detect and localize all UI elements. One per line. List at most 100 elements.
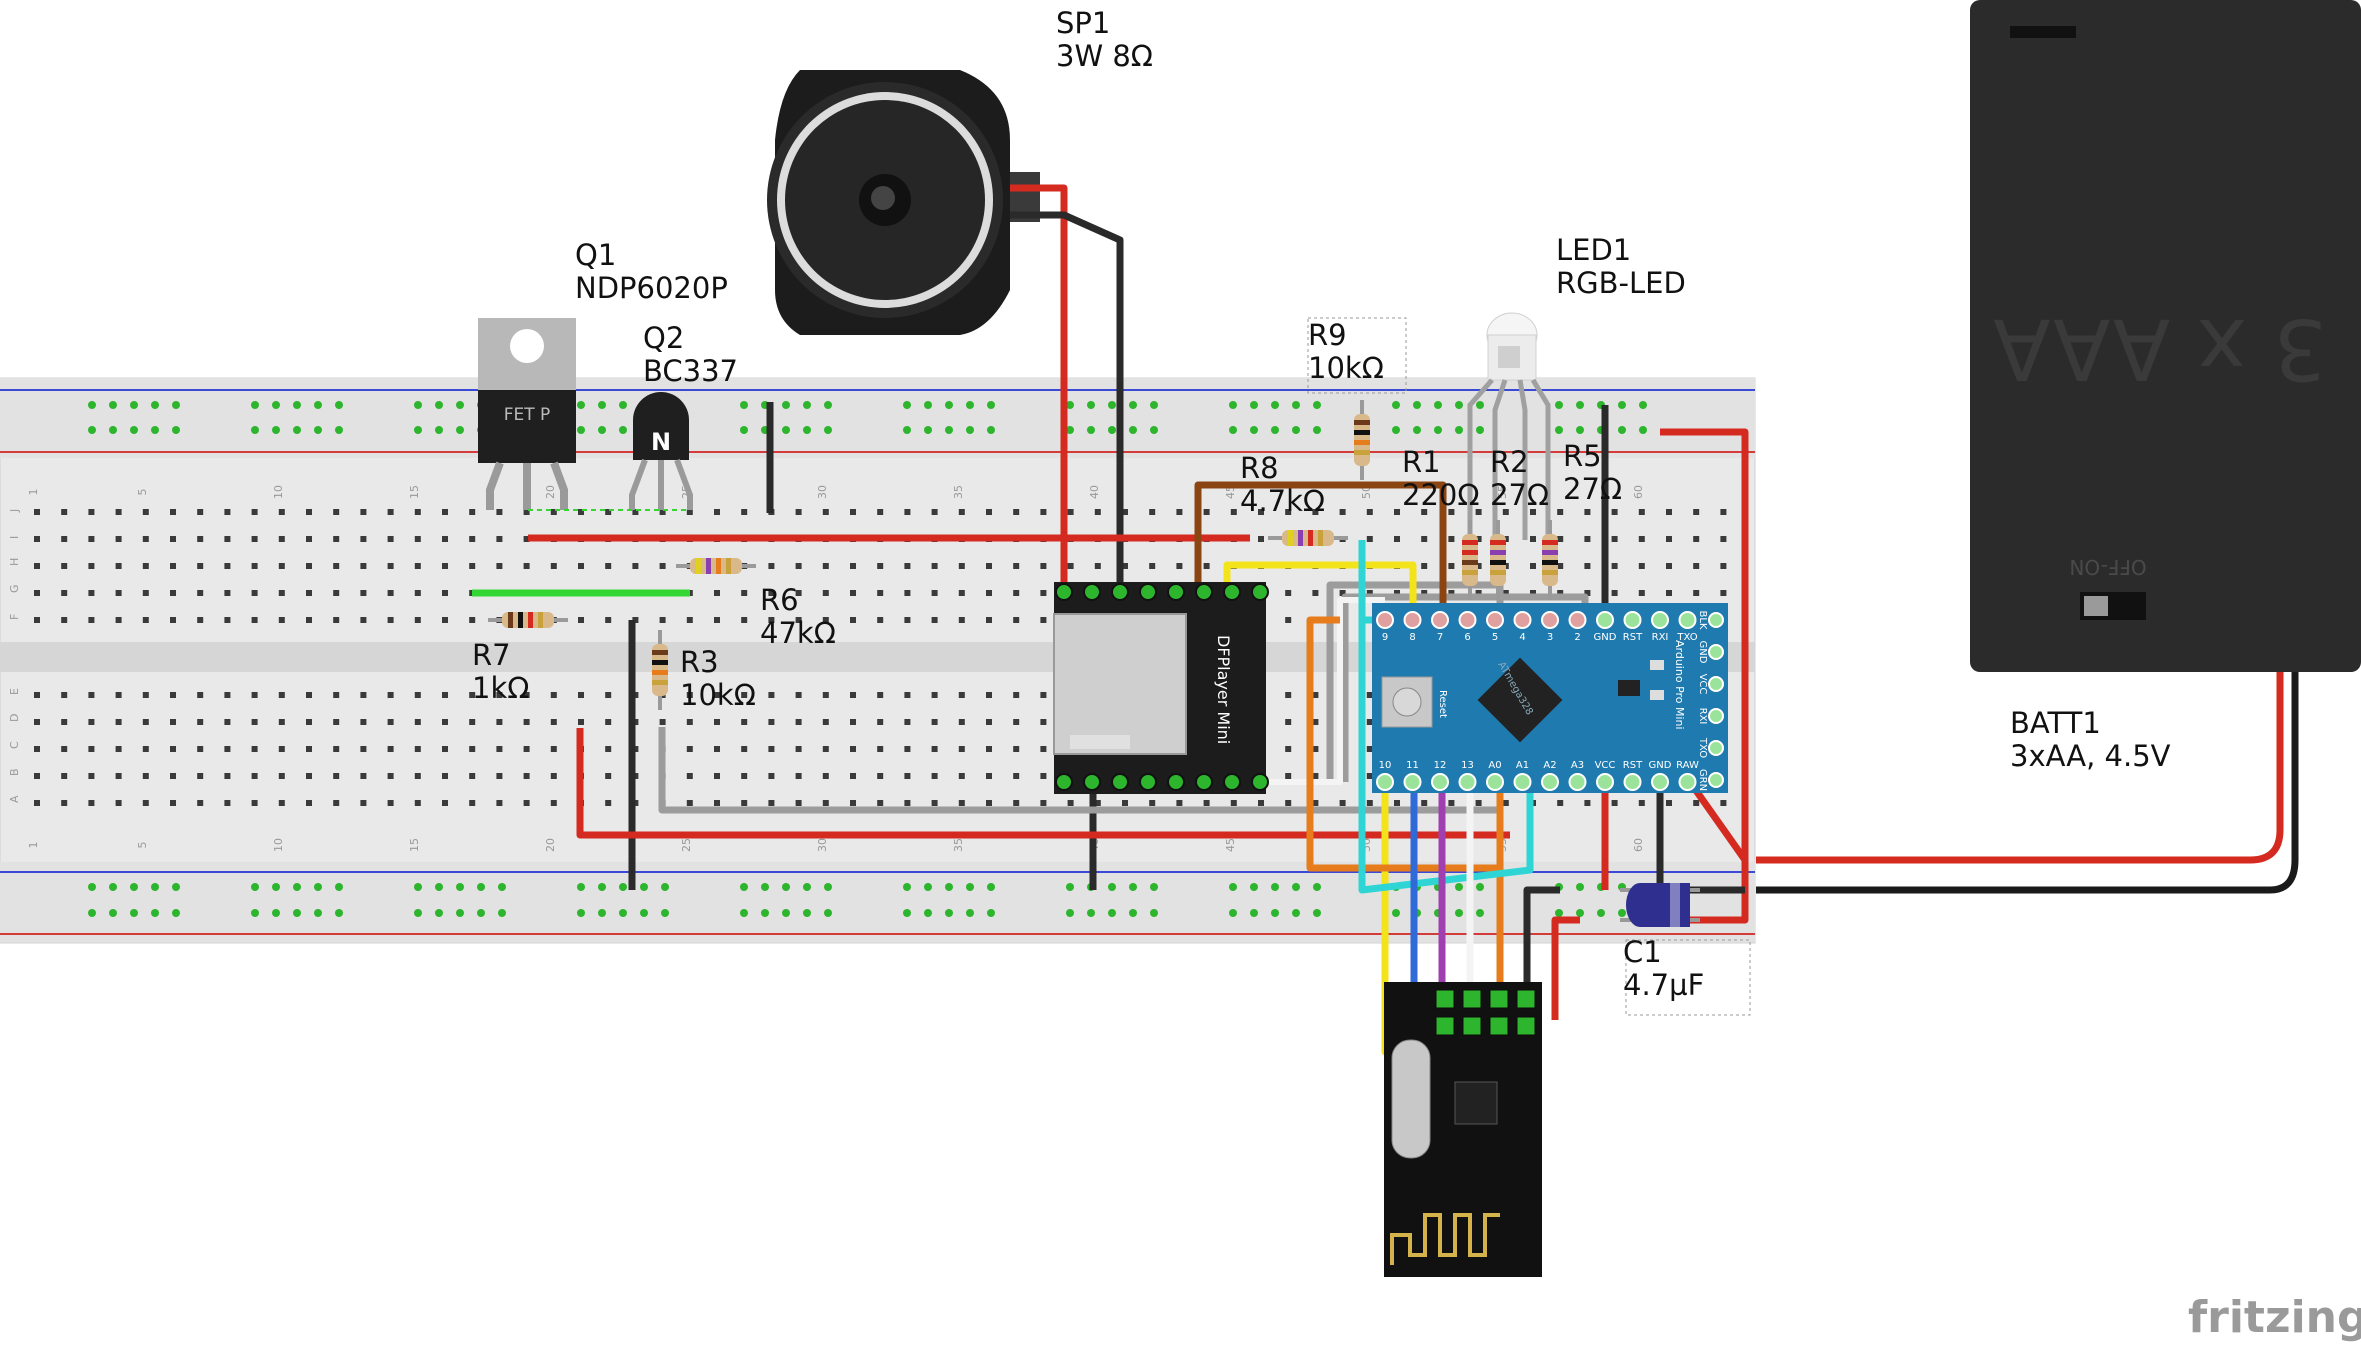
breadboard-hole — [1094, 509, 1101, 515]
arduino-pin-top — [1486, 611, 1504, 629]
arduino-pin-label: GRN — [1697, 769, 1708, 791]
arduino-pin-top — [1376, 611, 1394, 629]
wire-red-right — [1601, 428, 1749, 924]
arduino-pin-side — [1708, 612, 1724, 628]
dfplayer-pin — [1111, 583, 1129, 601]
breadboard-hole — [822, 746, 829, 752]
rail-hole — [130, 883, 138, 891]
breadboard-hole — [1666, 563, 1672, 569]
rail-hole — [88, 909, 96, 917]
breadboard-hole — [986, 617, 992, 623]
breadboard-hole — [1611, 536, 1618, 542]
breadboard-hole — [142, 800, 149, 806]
rail-hole — [987, 909, 995, 917]
breadboard-hole — [333, 563, 340, 569]
breadboard-hole — [251, 536, 258, 542]
breadboard-hole — [659, 719, 666, 725]
rail-hole — [477, 883, 485, 891]
breadboard-hole — [904, 746, 911, 752]
breadboard-hole — [414, 617, 421, 623]
r9-value: 10kΩ — [1308, 351, 1384, 385]
breadboard-hole — [88, 509, 95, 515]
breadboard-hole — [170, 536, 176, 542]
breadboard-hole — [605, 692, 612, 698]
breadboard-hole — [768, 746, 775, 752]
breadboard-hole — [1584, 536, 1591, 542]
r2-ref: R2 — [1490, 445, 1529, 479]
column-number-bottom: 35 — [952, 838, 965, 852]
breadboard-hole — [1013, 563, 1020, 569]
breadboard-hole — [1421, 590, 1428, 596]
breadboard-hole — [224, 746, 231, 752]
breadboard-hole — [61, 746, 68, 752]
breadboard-hole — [1258, 536, 1264, 542]
rail-hole — [740, 426, 748, 434]
breadboard-hole — [197, 746, 204, 752]
rail-hole — [435, 426, 443, 434]
breadboard-hole — [251, 692, 258, 698]
rail-hole — [477, 909, 485, 917]
column-number-top: 55 — [1496, 485, 1509, 499]
breadboard-hole — [578, 692, 584, 698]
arduino-pin-label: TXO — [1697, 737, 1708, 758]
rail-hole — [498, 909, 506, 917]
breadboard-hole — [278, 746, 285, 752]
breadboard-hole — [632, 509, 639, 515]
breadboard-hole — [496, 509, 503, 515]
rail-hole — [272, 426, 280, 434]
rail-hole — [803, 883, 811, 891]
breadboard-hole — [251, 719, 258, 725]
arduino-pin-top — [1623, 611, 1642, 629]
breadboard-hole — [1040, 746, 1047, 752]
breadboard-hole — [958, 719, 965, 725]
breadboard-hole — [1258, 509, 1264, 515]
breadboard-hole — [904, 509, 911, 515]
fritzing-watermark: fritzing — [2188, 1292, 2361, 1343]
nrf24-pin — [1516, 1016, 1536, 1036]
breadboard-hole — [605, 617, 612, 623]
breadboard-hole — [986, 692, 992, 698]
rail-hole — [456, 883, 464, 891]
breadboard-hole — [659, 617, 666, 623]
breadboard-hole — [333, 773, 340, 779]
arduino-pin-bottom — [1541, 773, 1559, 791]
rail-hole — [782, 426, 790, 434]
dfplayer-pin — [1167, 583, 1185, 601]
column-number-bottom: 15 — [408, 838, 421, 852]
breadboard-hole — [1530, 563, 1536, 569]
breadboard-hole — [1720, 509, 1727, 515]
dfplayer-module: DFPlayer Mini — [1053, 582, 1269, 794]
breadboard-hole — [251, 800, 258, 806]
breadboard-hole — [278, 617, 285, 623]
breadboard-hole — [1013, 746, 1020, 752]
breadboard-hole — [170, 617, 176, 623]
arduino-pin-bottom — [1431, 773, 1449, 791]
arduino-pin-top — [1541, 611, 1559, 629]
arduino-pin-label: VCC — [1697, 674, 1708, 695]
breadboard-hole — [768, 692, 775, 698]
rail-hole — [435, 401, 443, 409]
breadboard-hole — [469, 509, 476, 515]
breadboard-hole — [387, 536, 394, 542]
breadboard-hole — [877, 773, 884, 779]
dfplayer-label: DFPlayer Mini — [1214, 635, 1233, 744]
rail-hole — [456, 426, 464, 434]
breadboard-hole — [197, 692, 204, 698]
breadboard-hole — [142, 692, 149, 698]
rail-hole — [272, 909, 280, 917]
breadboard-hole — [1013, 617, 1020, 623]
q1-ref: Q1 — [575, 238, 616, 272]
breadboard-hole — [170, 692, 176, 698]
breadboard-hole — [714, 509, 720, 515]
breadboard-hole — [1584, 509, 1591, 515]
breadboard-hole — [1285, 509, 1292, 515]
breadboard-hole — [1448, 536, 1455, 542]
arduino-reset-label: Reset — [1437, 690, 1448, 718]
arduino-pin-label: TXO — [1676, 632, 1697, 643]
rail-hole — [1576, 426, 1584, 434]
breadboard-hole — [822, 719, 829, 725]
breadboard-hole — [550, 719, 557, 725]
rail-hole — [1392, 426, 1400, 434]
rail-hole — [1108, 401, 1116, 409]
breadboard-hole — [61, 773, 68, 779]
